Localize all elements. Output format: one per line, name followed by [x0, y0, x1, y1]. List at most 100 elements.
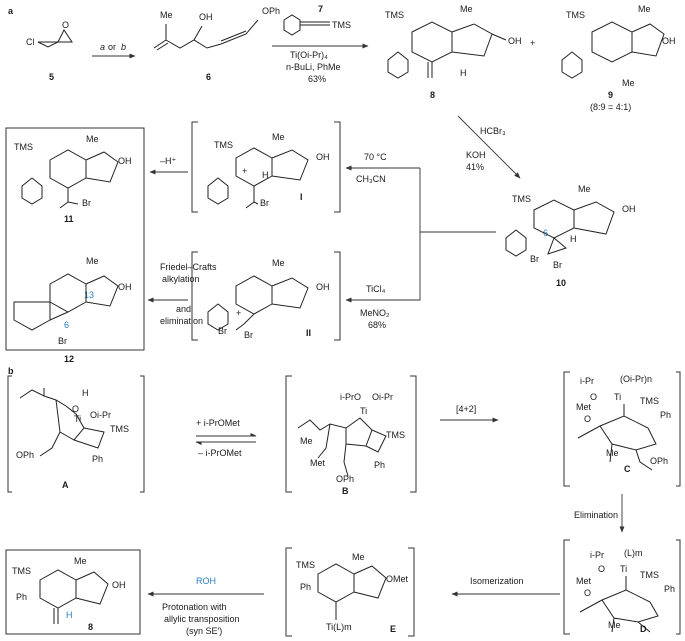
compound-9-structure: TMS Me OH Me [561, 4, 676, 88]
reagent-koh: KOH [466, 150, 486, 160]
cycloaddition-label: [4+2] [456, 404, 476, 414]
o-label-2: O [584, 588, 591, 598]
fc-line2: alkylation [162, 274, 200, 284]
oph-label: OPh [16, 450, 34, 460]
h-label: H [262, 170, 269, 180]
complex-E-structure: TMS Me OMet Ph Ti(L)m [296, 552, 409, 632]
h-label: H [82, 388, 89, 398]
complex-B-structure: i-PrO Oi-Pr Ti TMS Ph Me Met OPh [297, 392, 405, 484]
reagent-hcbr3: HCBr₃ [480, 126, 506, 136]
label-A: A [62, 0, 69, 2]
yield-41: 41% [466, 162, 484, 172]
branch-line [419, 168, 496, 233]
ph-label: Ph [374, 460, 385, 470]
label-B: B [342, 486, 349, 496]
me-label: Me [352, 552, 365, 562]
me-label: Me [272, 258, 285, 268]
tms-label: TMS [386, 430, 405, 440]
o-label: O [598, 564, 605, 574]
tms-label: TMS [214, 140, 233, 150]
oh-label: OH [508, 36, 522, 46]
me-label: Me [606, 448, 619, 458]
me-label: Me [300, 436, 313, 446]
oph-label: OPh [650, 456, 668, 466]
label-A-display: A [62, 480, 69, 490]
br-label: Br [82, 198, 91, 208]
compound-7-structure: TMS [283, 14, 351, 36]
carbocation-charge-2: + [236, 308, 241, 318]
me-label: Me [608, 620, 621, 630]
oh-label: OH [622, 204, 636, 214]
add-iprome: + i-PrOMet [196, 418, 240, 428]
carbocation-charge: + [242, 166, 247, 176]
bracket-II [191, 251, 341, 341]
oph-label: OPh [336, 474, 354, 484]
oh-label: OH [316, 282, 330, 292]
fc-line1: Friedel–Crafts [160, 262, 217, 272]
tms-label: TMS [385, 10, 404, 20]
compound-11-structure: TMS Me OH Br [14, 134, 132, 209]
me-label: Me [578, 184, 591, 194]
oh-label: OH [662, 36, 676, 46]
product-8-box [5, 549, 141, 635]
br-label: Br [218, 326, 227, 336]
me-label: Me [86, 256, 99, 266]
deprotonation-label: –H⁺ [160, 156, 177, 166]
label-10: 10 [556, 278, 566, 288]
me-label: Me [74, 556, 87, 566]
ph-label: Ph [92, 454, 103, 464]
position-6-label: 6 [64, 320, 69, 330]
label-D: D [640, 624, 647, 634]
label-6: 6 [206, 72, 211, 82]
til-m-label: Ti(L)m [326, 622, 352, 632]
tms-label: TMS [14, 142, 33, 152]
oipr-n-label: (Oi-Pr)n [620, 374, 652, 384]
roh-label: ROH [196, 576, 216, 586]
condition-b: b [121, 42, 126, 52]
oph-label: OPh [262, 6, 280, 16]
bracket-B [285, 375, 417, 493]
compound-8-structure: TMS Me OH H [385, 4, 522, 79]
fc-line3: and [176, 304, 191, 314]
me-label: Me [160, 10, 173, 20]
compound-12-structure: Me OH 13 6 Br [13, 256, 132, 346]
tms-label: TMS [566, 10, 585, 20]
label-11: 11 [64, 214, 74, 224]
br-label-2: Br [553, 260, 562, 270]
complex-D-structure: i-Pr (L)m O Ti TMS Ph Met O Me [576, 548, 675, 633]
bracket-E [285, 547, 415, 637]
h-label: H [66, 610, 73, 620]
label-7: 7 [318, 4, 323, 14]
compound-10-structure: TMS Me OH H 6 Br Br [505, 184, 636, 270]
oh-label: OH [112, 580, 126, 590]
compound-5-structure: Cl O [26, 20, 73, 48]
label-9: 9 [608, 90, 613, 100]
arrow-5-6-conditions: a or b [100, 42, 126, 52]
br-label: Br [260, 198, 269, 208]
me-label: Me [272, 132, 285, 142]
reagent-buli: n-BuLi, PhMe [286, 62, 341, 72]
ratio-8-9: (8:9 = 4:1) [590, 102, 631, 112]
ipr-label: i-Pr [580, 376, 594, 386]
bracket-I [191, 121, 341, 213]
oipr-label: Oi-Pr [372, 392, 393, 402]
ph-label: Ph [300, 582, 311, 592]
tms-label: TMS [110, 424, 129, 434]
me-label: Me [638, 4, 651, 14]
me-label: Me [460, 4, 473, 14]
tms-label: TMS [12, 566, 31, 576]
tms-label: TMS [640, 396, 659, 406]
label-8-product: 8 [88, 622, 93, 632]
isomerization-label: Isomerization [470, 576, 524, 586]
tms-label: TMS [332, 20, 351, 30]
intermediate-II-structure: Me OH + Br Br [207, 258, 330, 340]
products-box [5, 127, 145, 351]
position-13-label: 13 [84, 290, 94, 300]
complex-C-structure: i-Pr (Oi-Pr)n O Ti TMS Ph Met O Me OPh [576, 374, 671, 471]
bracket-C [563, 371, 681, 487]
omet-label: OMet [386, 574, 409, 584]
protonation-line2: allylic transposition [164, 614, 240, 624]
label-I: I [300, 192, 303, 202]
oh-label: OH [316, 152, 330, 162]
